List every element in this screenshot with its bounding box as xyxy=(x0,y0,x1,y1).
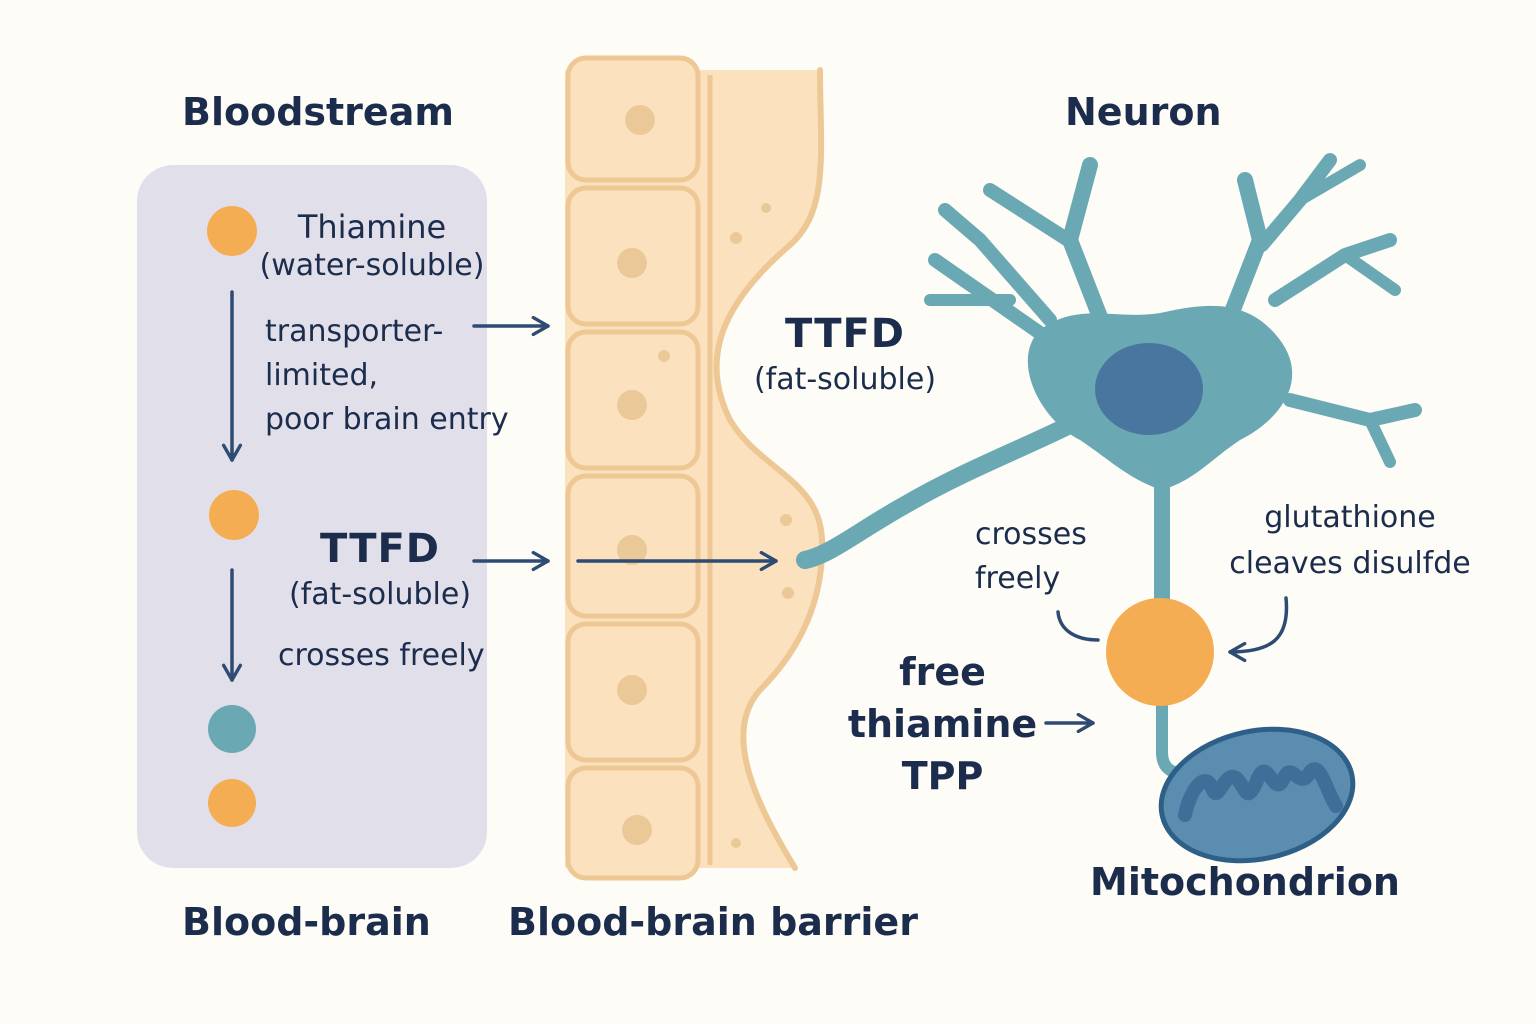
note-line: crosses xyxy=(975,517,1087,552)
cell-nucleus xyxy=(617,535,647,565)
thiamine-solubility: (water-soluble) xyxy=(259,248,485,284)
mitochondrion-title: Mitochondrion xyxy=(1090,860,1400,904)
thiamine-transport-note: transporter- limited, poor brain entry xyxy=(265,310,509,442)
crosses-freely-note: crosses freely xyxy=(975,513,1087,601)
dendrite xyxy=(1339,249,1401,296)
glutathione-note: glutathione cleaves disulfde xyxy=(1210,495,1490,587)
blood-brain-barrier xyxy=(565,55,826,881)
membrane-vesicle xyxy=(730,232,742,244)
neuron xyxy=(796,153,1422,779)
membrane-vesicle xyxy=(658,350,670,362)
dendrite xyxy=(1217,172,1268,338)
neuron-nucleus xyxy=(1095,343,1203,435)
ttfd-label: TTFD (fat-soluble) xyxy=(262,525,498,613)
barrier-outer-edge xyxy=(713,67,826,871)
note-line: glutathione xyxy=(1264,500,1436,535)
note-line: limited, xyxy=(265,358,379,393)
thiamine-dot xyxy=(207,206,257,256)
axon-left xyxy=(796,411,1089,569)
mitochondrion xyxy=(1158,726,1356,864)
membrane-vesicle xyxy=(782,587,794,599)
ttfd-crosses-note: crosses freely xyxy=(278,638,485,673)
note-line: poor brain entry xyxy=(265,402,509,437)
note-line: freely xyxy=(975,561,1061,596)
cell-nucleus xyxy=(617,675,647,705)
note-line: thiamine xyxy=(847,702,1038,746)
note-line: TPP xyxy=(901,754,984,798)
mitochondrion-cristae xyxy=(1178,762,1343,822)
cell-nucleus xyxy=(625,105,655,135)
thiamine-name: Thiamine xyxy=(297,208,447,246)
ttfd-solubility: (fat-soluble) xyxy=(288,577,472,612)
cell-nucleus xyxy=(617,248,647,278)
note-line: transporter- xyxy=(265,314,444,349)
thiamine-label: Thiamine (water-soluble) xyxy=(238,208,506,284)
membrane-vesicle xyxy=(731,838,741,848)
dendrite xyxy=(1062,157,1113,338)
dendrite xyxy=(1283,393,1422,427)
thiamine-dot xyxy=(208,779,256,827)
note-line: free xyxy=(899,650,986,694)
note-line: cleaves disulfde xyxy=(1229,546,1471,581)
bloodstream-title: Bloodstream xyxy=(182,90,454,134)
bloodstream-panel xyxy=(137,165,487,868)
dendrite xyxy=(983,183,1075,247)
teal-molecule-dot xyxy=(208,705,256,753)
membrane-vesicle xyxy=(761,203,771,213)
neuron-title: Neuron xyxy=(1065,90,1222,134)
curved-arrow-crosses xyxy=(1056,610,1100,642)
axon-to-mitochondrion xyxy=(1156,694,1188,779)
dendrite xyxy=(938,203,1057,327)
blood-brain-left-title: Blood-brain xyxy=(182,900,431,944)
curved-arrow-glutathione xyxy=(1228,596,1289,663)
cell-nucleus xyxy=(617,390,647,420)
ttfd-barrier-solubility: (fat-soluble) xyxy=(753,362,937,397)
ttfd-barrier-name: TTFD xyxy=(784,311,905,357)
free-thiamine-label: free thiamine TPP xyxy=(845,646,1040,802)
thiamine-dot xyxy=(209,490,259,540)
dendrite xyxy=(1294,159,1366,206)
free-thiamine-circle xyxy=(1106,598,1214,706)
ttfd-barrier-label: TTFD (fat-soluble) xyxy=(740,310,950,398)
dendrite xyxy=(1364,414,1396,468)
membrane-vesicle xyxy=(780,514,792,526)
blood-brain-barrier-title: Blood-brain barrier xyxy=(508,900,918,944)
ttfd-name: TTFD xyxy=(319,526,440,572)
cell-nucleus xyxy=(622,815,652,845)
